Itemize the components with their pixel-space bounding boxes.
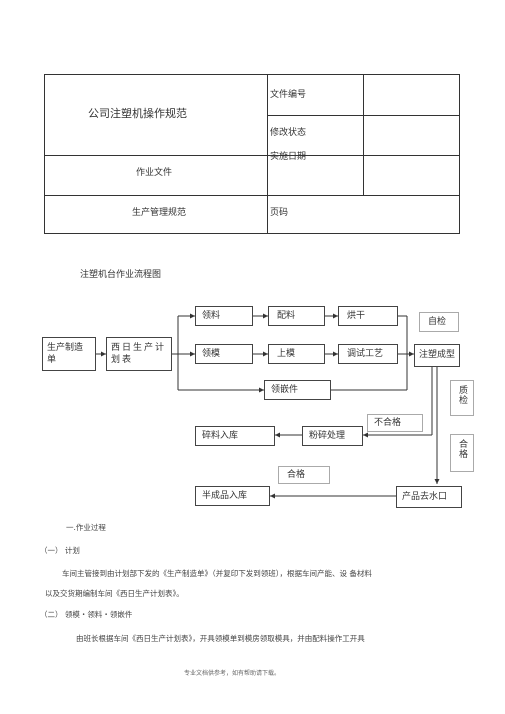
debug-process-box: 调试工艺: [338, 344, 398, 364]
regulation-name: 生产管理规范: [132, 208, 187, 218]
paragraph-materials-line1: 由班长根据车间《西日生产计划表》，开具领模单到模房领取模具，并由配料操作工开具: [76, 634, 365, 643]
crushing-box: 粉碎处理: [302, 426, 363, 446]
pass-label-vertical: 合格: [450, 434, 474, 472]
flowchart-caption: 注塑机台作业流程图: [80, 270, 162, 280]
production-order-box: 生产制造单: [42, 337, 96, 371]
document-title: 公司注塑机操作规范: [88, 107, 187, 120]
section-heading: 一.作业过程: [66, 523, 106, 532]
paragraph-plan-line1: 车间主管接到由计划部下发的《生产制造单》（并复印下发到领班），根据车间产能、设 …: [62, 569, 372, 578]
fail-label-box: 不合格: [367, 414, 423, 432]
effective-date-label: 实施日期: [270, 152, 307, 162]
revision-status-label: 修改状态: [270, 128, 307, 138]
get-mold-box: 领模: [195, 344, 253, 364]
get-material-box: 领料: [195, 306, 253, 326]
paragraph-plan-line2: 以及交货期编制车间《西日生产计划表》。: [45, 589, 184, 598]
injection-molding-box: 注塑成型: [414, 344, 460, 367]
document-type: 作业文件: [136, 168, 173, 178]
footer-note: 专业文档供参考，如有帮助请下载。: [184, 670, 281, 677]
page-number-label: 页码: [270, 208, 289, 218]
mixing-box: 配料: [268, 306, 325, 326]
get-insert-box: 领嵌件: [264, 380, 331, 400]
file-number-label: 文件编号: [270, 90, 307, 100]
header-table: [44, 74, 460, 234]
subsection-plan: （一） 计划: [40, 546, 80, 555]
subsection-materials: （二） 领模・领料・领嵌件: [40, 610, 133, 619]
mount-mold-box: 上模: [268, 344, 325, 364]
self-check-box: 自检: [419, 312, 459, 332]
scrap-storage-box: 碎料入库: [195, 426, 275, 446]
drying-box: 烘干: [338, 306, 398, 326]
two-day-plan-box: 西日生产计划表: [106, 337, 172, 371]
degating-box: 产品去水口: [396, 486, 462, 508]
semi-finished-storage-box: 半成品入库: [195, 486, 270, 506]
pass-label-horizontal: 合格: [278, 466, 330, 484]
quality-check-box: 质检: [450, 380, 474, 416]
